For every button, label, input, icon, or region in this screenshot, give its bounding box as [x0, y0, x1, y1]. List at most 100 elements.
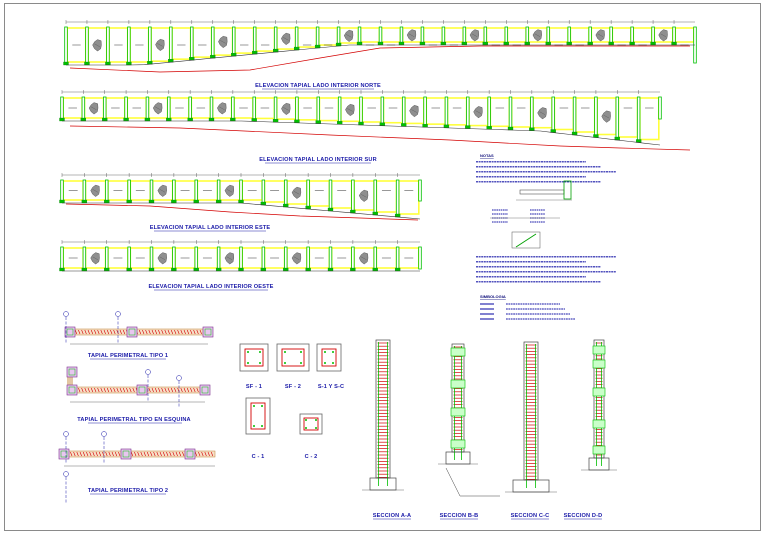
- plan-rebar-hatch: [114, 451, 118, 457]
- sf1-outline: [239, 343, 269, 372]
- column: [194, 246, 198, 270]
- footing: [126, 267, 132, 272]
- plan-column: [58, 448, 70, 460]
- column: [148, 26, 152, 63]
- column: [530, 96, 534, 130]
- c2-label: C - 2: [305, 454, 318, 460]
- notes-block: NOTAS SIMBOLOGIA: [476, 153, 616, 320]
- sf2-bar: [284, 351, 286, 353]
- plan-rebar-hatch: [90, 329, 94, 335]
- footing: [650, 41, 656, 46]
- footing: [193, 199, 199, 204]
- plan-rebar-hatch: [137, 451, 140, 457]
- footing: [105, 61, 111, 66]
- sf1-bar: [247, 351, 249, 353]
- plan-column-ties: [201, 386, 209, 394]
- column: [420, 26, 425, 44]
- column: [188, 96, 192, 120]
- plan-column: [66, 384, 78, 396]
- plan-rebar-hatch: [113, 387, 116, 393]
- footing: [503, 41, 509, 46]
- footing: [443, 124, 450, 129]
- plan-rebar-hatch: [156, 451, 159, 457]
- plan-rebar-hatch: [162, 451, 166, 457]
- column: [658, 96, 662, 120]
- plan-tipo1-title: TAPIAL PERIMETRAL TIPO 1: [88, 353, 168, 359]
- footing: [63, 61, 69, 66]
- column: [395, 246, 400, 270]
- column: [378, 26, 383, 44]
- s1s2-label: S-1 Y S-C: [318, 384, 344, 390]
- footing: [171, 267, 177, 272]
- wall-sections: [362, 339, 617, 497]
- footing: [398, 41, 405, 46]
- plan-rebar-hatch: [153, 451, 156, 457]
- plan-rebar-hatch: [87, 329, 90, 335]
- column: [149, 246, 154, 270]
- plan-rebar-hatch: [172, 451, 175, 457]
- column: [483, 26, 488, 44]
- section-slope: [445, 467, 500, 497]
- stone-joint: [219, 106, 225, 110]
- plan-rebar-hatch: [207, 451, 210, 457]
- column: [462, 26, 467, 44]
- column-sections: SF - 1 SF - 2 S-1 Y S-C C - 1: [239, 343, 344, 460]
- sf2-rebar: [281, 348, 305, 367]
- c1-outline: [245, 397, 271, 435]
- s1s2-bar: [324, 351, 326, 353]
- wall-panel: [330, 180, 353, 209]
- footing: [148, 267, 155, 272]
- sf2-bar: [300, 351, 302, 353]
- column: [395, 179, 400, 216]
- notes-lines: [476, 161, 616, 283]
- stone-joint: [360, 256, 367, 260]
- column: [127, 246, 131, 270]
- column: [615, 96, 619, 139]
- plan-rebar-hatch: [180, 387, 183, 393]
- footing: [104, 267, 110, 272]
- column: [423, 96, 427, 126]
- column: [127, 26, 131, 64]
- footing: [144, 117, 151, 122]
- perimeter-wall-plans: [58, 311, 216, 504]
- elevation-sur: [59, 90, 691, 151]
- footing: [238, 199, 244, 204]
- stone-joint: [92, 256, 99, 260]
- plan-rebar-hatch: [186, 329, 190, 335]
- plan-rebar-hatch: [170, 387, 174, 393]
- plan-rebar-hatch: [97, 329, 100, 335]
- plan-rebar-hatch: [201, 451, 204, 457]
- stone-joint: [159, 189, 166, 193]
- plan-rebar-hatch: [106, 329, 110, 335]
- plan-rebar-hatch: [158, 387, 161, 393]
- footing: [465, 125, 471, 129]
- section-marker: [63, 471, 69, 477]
- wall-panel: [639, 97, 660, 141]
- stone-joint: [603, 114, 610, 119]
- column: [252, 26, 257, 53]
- plan-rebar-hatch: [177, 329, 180, 335]
- section-marker: [115, 311, 121, 317]
- footing: [171, 199, 177, 204]
- stone-joint: [157, 43, 163, 47]
- wall-panel: [632, 27, 653, 43]
- column: [508, 96, 513, 129]
- column-section-sf1: SF - 1: [239, 343, 269, 390]
- c2-bar: [315, 427, 317, 429]
- plan-rebar-hatch: [196, 329, 199, 335]
- section-footing: [445, 451, 471, 465]
- column: [546, 26, 550, 44]
- plan-column: [136, 384, 148, 396]
- plan-rebar-hatch: [161, 387, 164, 393]
- section-aa-label: SECCION A-A: [373, 513, 411, 519]
- plan-rebar-hatch: [122, 329, 126, 335]
- section-ring-beam: [592, 359, 606, 369]
- stirrup-detail-bar: [519, 189, 565, 195]
- wall-panel: [425, 97, 447, 125]
- s1s2-bar: [324, 362, 326, 364]
- plan-rebar-hatch: [161, 329, 164, 335]
- plan-rebar-hatch: [78, 387, 81, 393]
- column: [85, 26, 89, 64]
- footing: [336, 121, 343, 125]
